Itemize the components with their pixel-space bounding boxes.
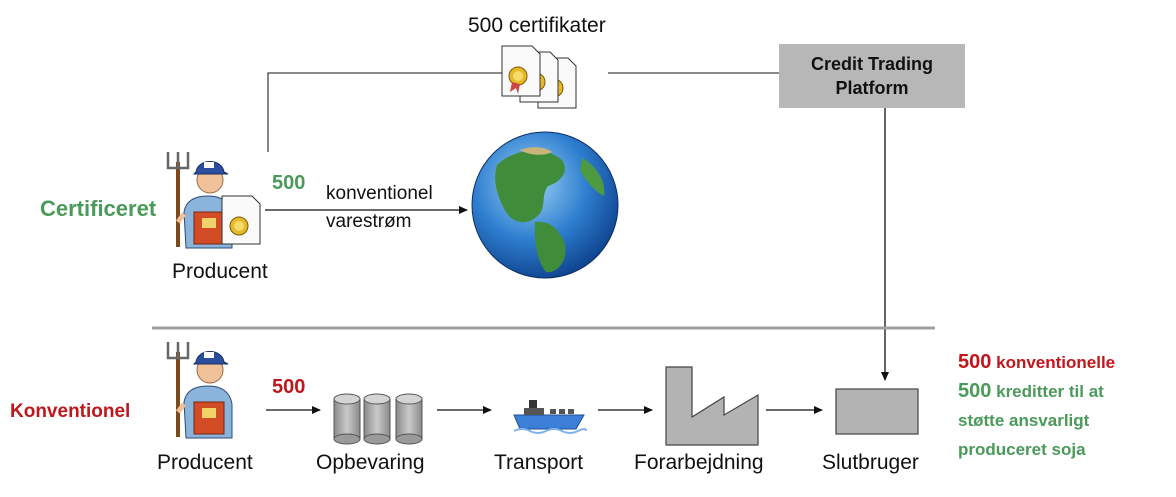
result-conventional-text: konventionelle: [996, 353, 1116, 372]
conventional-flow-label: konventionel varestrøm: [326, 180, 433, 236]
farmer-icon: [166, 152, 233, 249]
certificate-flow-line: [267, 72, 502, 152]
certified-row-label: Certificeret: [40, 196, 157, 221]
result-credits-text: kreditter til at: [996, 382, 1104, 401]
conventional-row-label: Konventionel: [10, 401, 131, 422]
certificates-label: 500 certifikater: [468, 14, 606, 37]
end-user-box-icon: [835, 388, 919, 435]
ship-icon: [513, 400, 587, 434]
stage-label-opbevaring: Opbevaring: [316, 451, 425, 474]
flow-label-line2: varestrøm: [326, 211, 412, 232]
result-line-3: støtte ansvarligt: [958, 411, 1090, 430]
top-producer-label: Producent: [172, 260, 268, 283]
stage-label-transport: Transport: [494, 451, 584, 474]
certificate-icon: [501, 45, 577, 109]
platform-label-line2: Platform: [835, 78, 909, 98]
silo-icon: [333, 393, 423, 445]
stage-label-producent: Producent: [157, 451, 253, 474]
certified-amount: 500: [272, 172, 306, 194]
stage-label-forarbejdning: Forarbejdning: [634, 451, 764, 474]
conventional-amount: 500: [272, 376, 306, 398]
farmer-icon: [166, 342, 233, 439]
result-line-4: produceret soja: [958, 440, 1086, 459]
result-conventional-number: 500: [958, 351, 992, 373]
result-credits-number: 500: [958, 380, 992, 402]
flow-label-line1: konventionel: [326, 183, 433, 204]
stage-label-slutbruger: Slutbruger: [822, 451, 919, 474]
credit-trading-platform[interactable]: Credit Trading Platform: [779, 44, 965, 108]
platform-label-line1: Credit Trading: [810, 54, 933, 74]
result-summary: 500 konventionelle 500 kreditter til at …: [958, 348, 1115, 464]
factory-icon: [665, 366, 759, 446]
result-line-1: 500 konventionelle: [958, 348, 1115, 377]
globe-icon: [471, 131, 619, 279]
result-line-2: 500 kreditter til at: [958, 377, 1115, 406]
